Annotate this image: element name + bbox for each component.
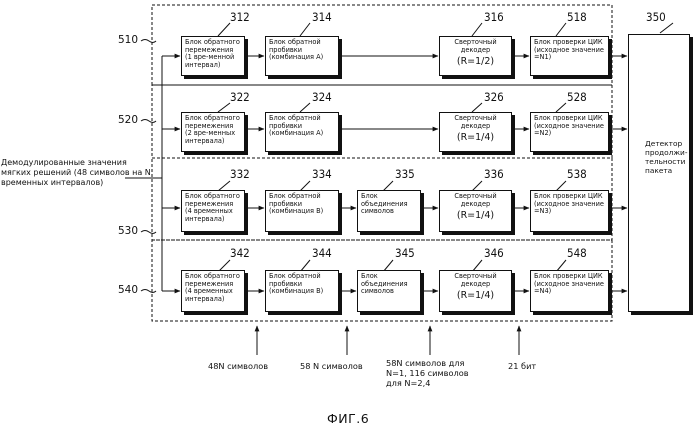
- block-number: 538: [567, 167, 587, 181]
- bottom-label: 21 бит: [508, 361, 536, 371]
- block-number: 346: [484, 246, 504, 260]
- bottom-label: 58N символов для N=1, 116 символов для N…: [386, 358, 478, 388]
- block-number: 312: [230, 10, 250, 24]
- depuncture-block: Блок обратной пробивки (комбинация В): [265, 190, 339, 232]
- block-number: 332: [230, 167, 250, 181]
- depuncture-block: Блок обратной пробивки (комбинация В): [265, 270, 339, 312]
- code-rate: (R=1/4): [443, 292, 508, 300]
- code-rate: (R=1/2): [443, 58, 508, 66]
- input-signal-label: Демодулированные значения мягких решений…: [1, 158, 151, 188]
- block-number: 336: [484, 167, 504, 181]
- block-number: 342: [230, 246, 250, 260]
- row-id-540: 540: [118, 284, 138, 296]
- code-rate: (R=1/4): [443, 134, 508, 142]
- decoder-label: Сверточный декодер: [443, 115, 508, 130]
- block-number: 528: [567, 90, 587, 104]
- depuncture-block: Блок обратной пробивки (комбинация А): [265, 36, 339, 76]
- decoder-label: Сверточный декодер: [443, 273, 508, 288]
- convolutional-decoder-block: Сверточный декодер (R=1/2): [439, 36, 512, 76]
- block-number: 344: [312, 246, 332, 260]
- deinterleaver-block: Блок обратного перемежения (1 вре-менной…: [181, 36, 245, 76]
- block-number: 322: [230, 90, 250, 104]
- convolutional-decoder-block: Сверточный декодер (R=1/4): [439, 112, 512, 152]
- block-number: 518: [567, 10, 587, 24]
- row-id-510: 510: [118, 34, 138, 46]
- block-number: 314: [312, 10, 332, 24]
- block-number: 334: [312, 167, 332, 181]
- block-number: 326: [484, 90, 504, 104]
- crc-check-block: Блок проверки ЦИК (исходное значение =N1…: [530, 36, 609, 76]
- block-number: 324: [312, 90, 332, 104]
- deinterleaver-block: Блок обратного перемежения (4 временных …: [181, 270, 245, 312]
- detector-number: 350: [646, 10, 666, 24]
- crc-check-block: Блок проверки ЦИК (исходное значение =N2…: [530, 112, 609, 152]
- convolutional-decoder-block: Сверточный декодер (R=1/4): [439, 270, 512, 312]
- row-id-520: 520: [118, 114, 138, 126]
- code-rate: (R=1/4): [443, 212, 508, 220]
- decoder-label: Сверточный декодер: [443, 193, 508, 208]
- bottom-label: 48N символов: [208, 361, 268, 371]
- convolutional-decoder-block: Сверточный декодер (R=1/4): [439, 190, 512, 232]
- detector-label: Детектор продолжи-тельности пакета: [645, 139, 689, 175]
- deinterleaver-block: Блок обратного перемежения (2 вре-менных…: [181, 112, 245, 152]
- block-number: 335: [395, 167, 415, 181]
- crc-check-block: Блок проверки ЦИК (исходное значение =N3…: [530, 190, 609, 232]
- depuncture-block: Блок обратной пробивки (комбинация А): [265, 112, 339, 152]
- row-id-530: 530: [118, 225, 138, 237]
- block-number: 548: [567, 246, 587, 260]
- crc-check-block: Блок проверки ЦИК (исходное значение =N4…: [530, 270, 609, 312]
- symbol-combiner-block: Блок объединения символов: [357, 270, 421, 312]
- symbol-combiner-block: Блок объединения символов: [357, 190, 421, 232]
- block-number: 316: [484, 10, 504, 24]
- bottom-label: 58 N символов: [300, 361, 363, 371]
- decoder-label: Сверточный декодер: [443, 39, 508, 54]
- deinterleaver-block: Блок обратного перемежения (4 временных …: [181, 190, 245, 232]
- block-number: 345: [395, 246, 415, 260]
- figure-caption: ФИГ.6: [327, 411, 369, 426]
- burst-length-detector: Детектор продолжи-тельности пакета: [628, 34, 690, 312]
